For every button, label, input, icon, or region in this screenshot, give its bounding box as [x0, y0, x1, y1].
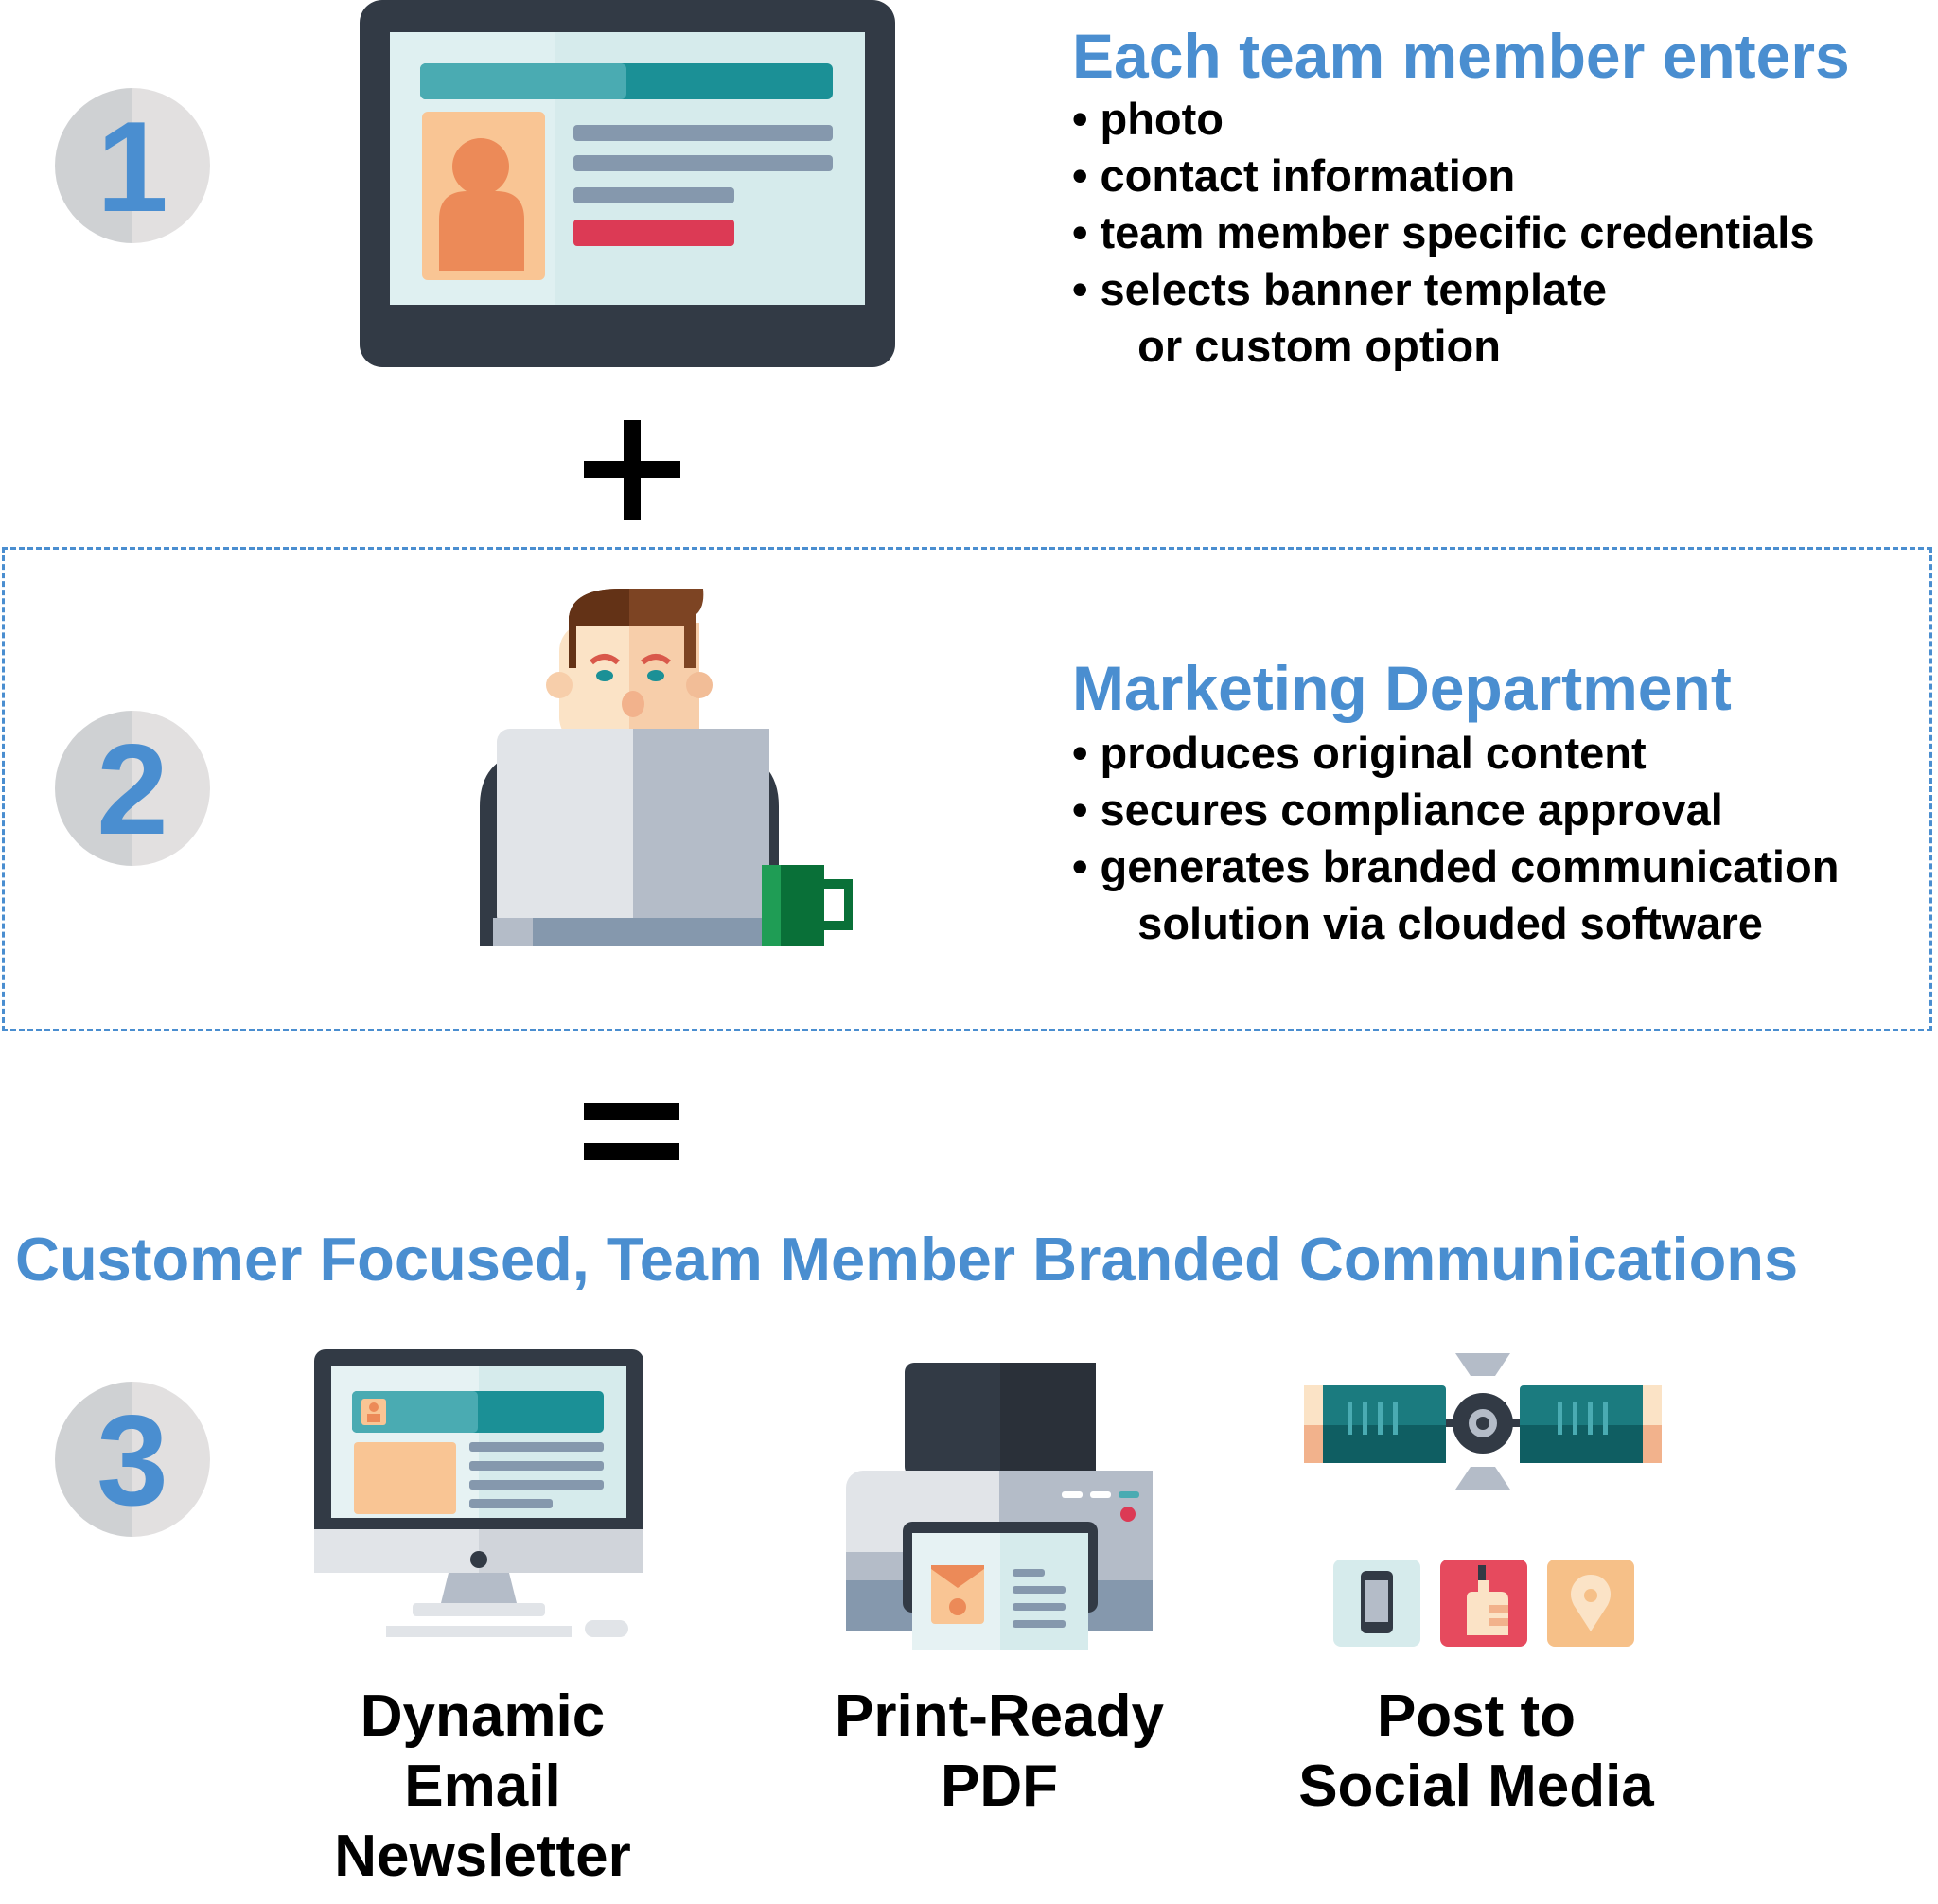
step-2-bullet-list: • produces original content • secures co…	[1072, 725, 1839, 952]
printer-icon	[846, 1363, 1153, 1650]
output-caption-email: Dynamic Email Newsletter	[293, 1682, 672, 1892]
caption-line: Email	[404, 1754, 561, 1819]
thumbs-up-icon	[1440, 1560, 1527, 1647]
step-1-bullet: • team member specific credentials	[1072, 207, 1815, 257]
caption-line: PDF	[941, 1754, 1058, 1819]
step-2-bullet: • secures compliance approval	[1072, 785, 1723, 835]
step-2-badge: 2	[55, 711, 210, 866]
equals-operator: =	[584, 1103, 679, 1160]
profile-form-tablet-icon	[360, 0, 895, 367]
caption-line: Newsletter	[334, 1824, 631, 1889]
step-3-number: 3	[97, 1388, 168, 1532]
output-caption-pdf: Print-Ready PDF	[810, 1682, 1189, 1822]
step-2-bullet: • produces original content	[1072, 728, 1647, 778]
step-1-bullet: • selects banner template or custom opti…	[1072, 264, 1608, 371]
step-2-heading: Marketing Department	[1072, 653, 1732, 723]
output-caption-social: Post to Social Media	[1287, 1682, 1665, 1822]
step-1-badge: 1	[55, 88, 210, 243]
caption-line: Print-Ready	[835, 1684, 1164, 1749]
caption-line: Social Media	[1298, 1754, 1654, 1819]
plus-operator: +	[584, 420, 680, 520]
result-title: Customer Focused, Team Member Branded Co…	[15, 1225, 1799, 1294]
mobile-phone-icon	[1333, 1560, 1420, 1647]
step-1-bullet: • contact information	[1072, 150, 1516, 201]
step-1-heading: Each team member enters	[1072, 21, 1850, 91]
step-1-number: 1	[97, 95, 168, 238]
caption-line: Post to	[1376, 1684, 1577, 1749]
desktop-monitor-icon	[314, 1349, 643, 1637]
step-1-bullet: • photo	[1072, 94, 1224, 144]
step-2-bullet: • generates branded communication soluti…	[1072, 841, 1840, 948]
step-3-badge: 3	[55, 1382, 210, 1537]
step-2-number: 2	[97, 717, 168, 861]
step-2-dashed-frame	[2, 547, 1932, 1031]
satellite-icon	[1304, 1353, 1662, 1490]
location-pin-icon	[1547, 1560, 1634, 1647]
marketer-at-laptop-icon	[480, 589, 853, 946]
step-1-bullet-list: • photo • contact information • team mem…	[1072, 91, 1814, 375]
caption-line: Dynamic	[360, 1684, 606, 1749]
